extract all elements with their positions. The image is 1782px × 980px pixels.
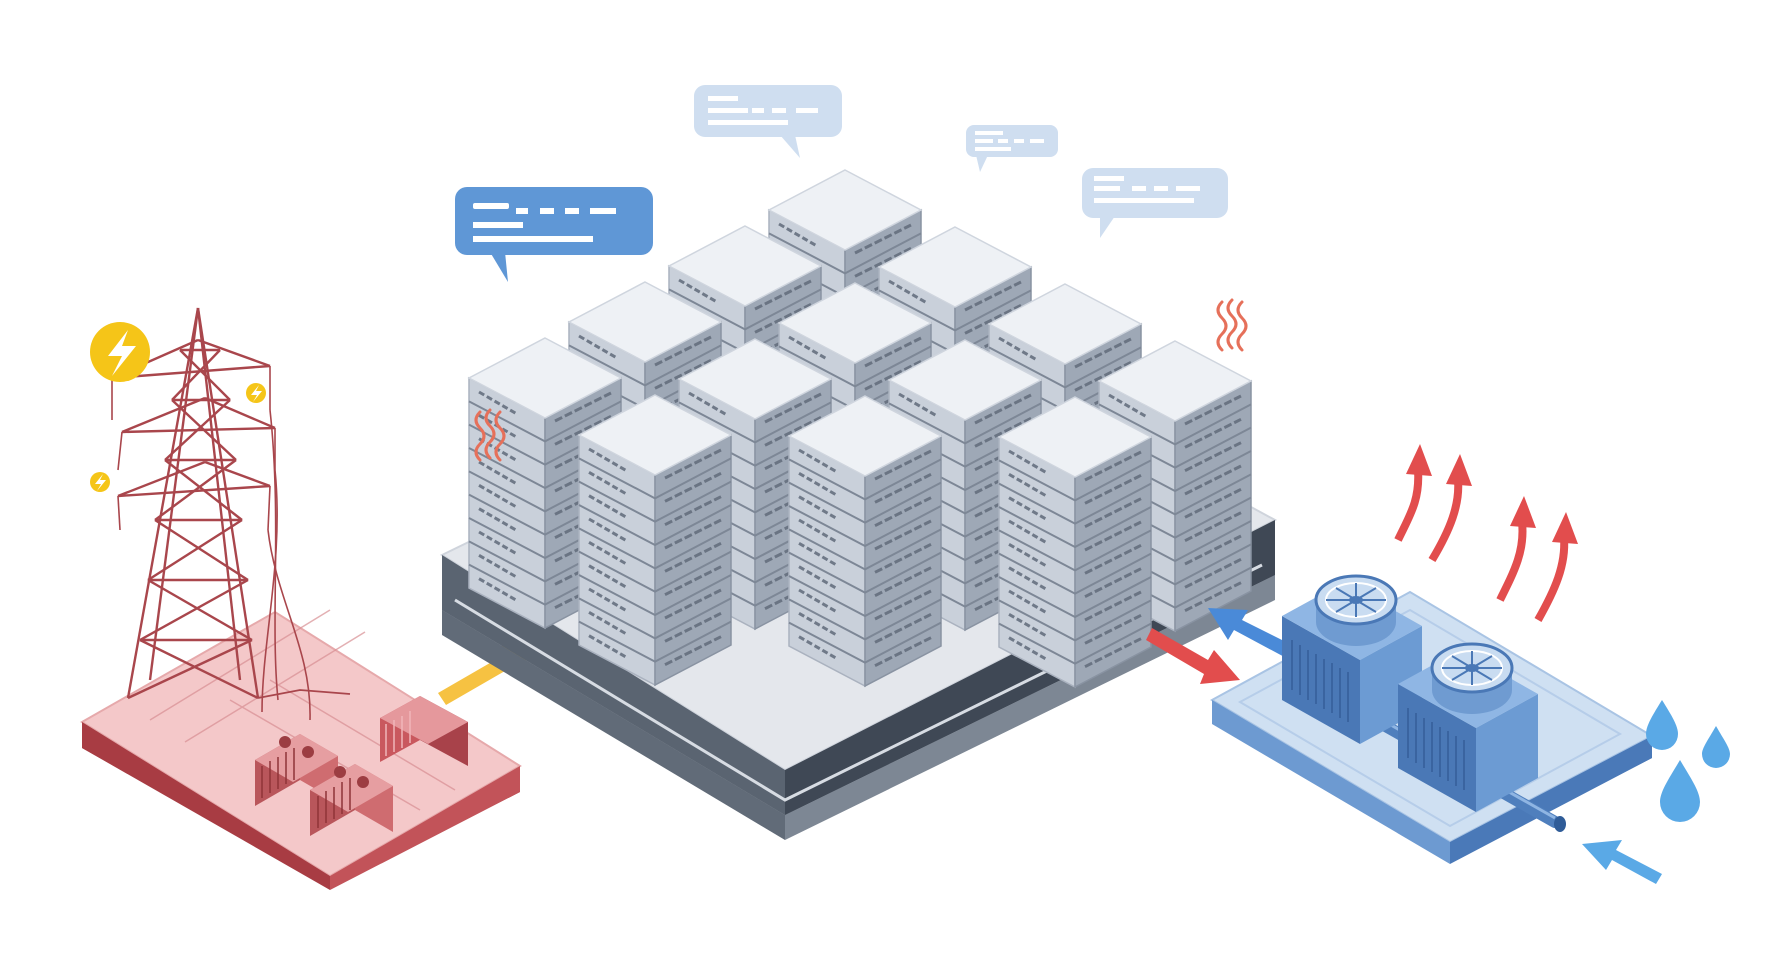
water-intake-arrow	[1582, 840, 1662, 884]
lightning-bolt-icon	[90, 322, 150, 382]
water-drop-icon	[1646, 700, 1678, 750]
chat-bubble-icon	[1082, 168, 1228, 238]
chat-bubble-icon	[455, 187, 653, 282]
heat-exhaust-arrows	[1394, 444, 1578, 622]
hot-air-arrow	[1146, 628, 1240, 684]
server-rack-grid	[467, 169, 1253, 689]
heat-wave-icon	[1216, 298, 1248, 352]
water-drops	[1646, 700, 1730, 822]
server-rack	[787, 395, 943, 688]
exhaust-arrow	[1496, 496, 1536, 602]
fan-unit-2	[1398, 642, 1538, 812]
exhaust-arrow	[1534, 512, 1578, 622]
fan-unit-1	[1282, 574, 1422, 744]
chat-bubble-icon	[966, 125, 1058, 172]
exhaust-arrow	[1394, 444, 1432, 542]
transmission-tower	[111, 307, 351, 721]
water-drop-icon	[1660, 760, 1700, 822]
water-drop-icon	[1702, 726, 1730, 768]
power-substation	[80, 307, 522, 890]
cooling-system	[1209, 574, 1655, 864]
transformer-2	[310, 764, 393, 836]
server-rack	[577, 394, 733, 687]
heat-wave-icon	[474, 408, 506, 462]
lightning-bolt-icon	[246, 383, 266, 403]
lightning-bolt-icon	[90, 472, 110, 492]
cool-air-arrow	[1208, 608, 1298, 660]
chat-bubble-icon	[694, 85, 842, 158]
transformer-units	[255, 696, 468, 836]
transformer-3	[380, 696, 468, 766]
exhaust-arrow	[1428, 454, 1472, 563]
server-rack	[997, 396, 1153, 689]
